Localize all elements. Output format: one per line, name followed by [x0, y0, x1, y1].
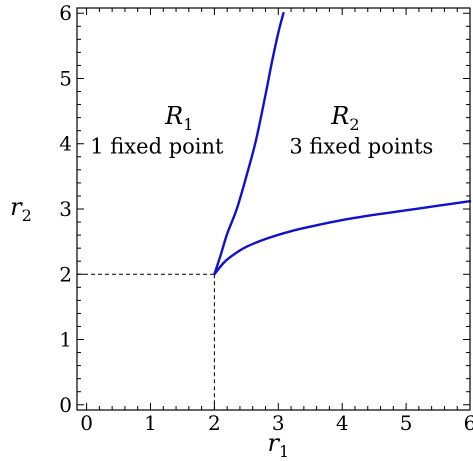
y-tick-label: 6 — [59, 1, 72, 25]
axis-ticks — [77, 8, 471, 410]
y-tick-label: 0 — [59, 393, 72, 417]
boundary-curve-1 — [213, 199, 472, 276]
region-r2-label: 3 fixed points — [289, 135, 433, 159]
reference-lines — [77, 273, 215, 410]
x-tick-label: 1 — [144, 411, 157, 435]
x-tick-label: 0 — [80, 411, 93, 435]
y-tick-label: 4 — [59, 132, 72, 156]
axis-tick-labels: 0 1 2 3 4 5 6 0 1 2 3 4 5 6 — [59, 1, 473, 435]
region-r2-name: R2 — [330, 102, 359, 134]
region-r1-name: R1 — [164, 102, 193, 134]
y-tick-label: 1 — [59, 328, 72, 352]
region-r1-label: 1 fixed point — [90, 135, 224, 159]
boundary-curve-0 — [213, 12, 285, 276]
x-tick-label: 2 — [208, 411, 221, 435]
x-tick-label: 4 — [336, 411, 349, 435]
curve-group — [213, 12, 472, 276]
x-tick-label: 6 — [464, 411, 473, 435]
y-tick-label: 2 — [59, 262, 72, 286]
x-tick-label: 5 — [400, 411, 413, 435]
x-tick-label: 3 — [272, 411, 285, 435]
y-tick-label: 3 — [59, 197, 72, 221]
x-axis-label: r1 — [267, 429, 289, 461]
y-tick-label: 5 — [59, 66, 72, 90]
y-axis-label: r2 — [10, 193, 32, 225]
